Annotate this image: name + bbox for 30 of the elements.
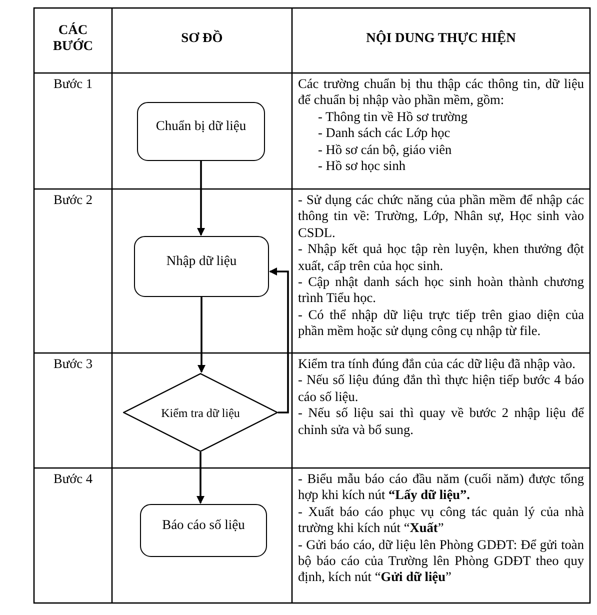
paragraph: - Có thể nhập dữ liệu trực tiếp trên giao diện của phần mềm hoặc sử dụng công cụ nhập từ file. bbox=[298, 306, 584, 340]
arrow bbox=[196, 452, 204, 504]
paragraph: - Biểu mẫu báo cáo đầu năm (cuối năm) được tổng hợp khi kích nút “Lấy dữ liệu”. bbox=[298, 471, 584, 504]
paragraph: Các trường chuẩn bị thu thập các thông tin, dữ liệu để chuẩn bị nhập vào phần mềm, gồm: bbox=[298, 76, 584, 109]
column-header: SƠ ĐỒ bbox=[181, 30, 223, 46]
arrow bbox=[197, 161, 205, 236]
list-item: - Thông tin về Hồ sơ trường bbox=[317, 108, 469, 126]
list-item: - Danh sách các Lớp học bbox=[317, 125, 452, 142]
paragraph: - Nếu số liệu sai thì quay về bước 2 nhập liệu để chỉnh sửa và bổ sung. bbox=[298, 405, 584, 438]
paragraph: - Nếu số liệu đúng đắn thì thực hiện tiếp bước 4 báo cáo số liệu. bbox=[298, 372, 584, 406]
column-header: CÁC BƯỚC bbox=[52, 22, 94, 54]
decision-diamond: Kiểm tra dữ liệu bbox=[123, 373, 278, 452]
arrow bbox=[269, 268, 289, 414]
paragraph: - Nhập kết quả học tập rèn luyện, khen thưởng đột xuất, cấp trên của học sinh. bbox=[298, 241, 584, 274]
process-box: Báo cáo số liệu bbox=[140, 504, 267, 557]
column-header: NỘI DUNG THỰC HIỆN bbox=[366, 30, 516, 46]
paragraph: - Xuất báo cáo phục vụ công tác quản lý của nhà trường khi kích nút “Xuất” bbox=[298, 504, 584, 537]
process-box: Chuẩn bị dữ liệu bbox=[137, 102, 265, 161]
step-label: Bước 1 bbox=[52, 76, 94, 92]
list-item: - Hồ sơ học sinh bbox=[317, 158, 407, 174]
paragraph: - Sử dụng các chức năng của phần mềm để nhập các thông tin về: Trường, Lớp, Nhân sự, Học sinh vào CSDL. bbox=[298, 192, 584, 242]
step-label: Bước 3 bbox=[52, 356, 94, 372]
paragraph: - Gửi báo cáo, dữ liệu lên Phòng GDĐT: Để gửi toàn bộ báo cáo của Trường lên Phòng GDĐT theo quy định, kích nút “Gửi dữ liệu” bbox=[298, 536, 584, 586]
arrow bbox=[198, 297, 206, 373]
step-label: Bước 4 bbox=[52, 471, 94, 488]
process-box: Nhập dữ liệu bbox=[134, 236, 269, 297]
paragraph: - Cập nhật danh sách học sinh hoàn thành chương trình Tiểu học. bbox=[298, 274, 584, 307]
step-label: Bước 2 bbox=[52, 192, 94, 208]
list-item: - Hồ sơ cán bộ, giáo viên bbox=[317, 142, 453, 158]
paragraph: Kiểm tra tính đúng đắn của các dữ liệu đã nhập vào. bbox=[298, 356, 576, 372]
